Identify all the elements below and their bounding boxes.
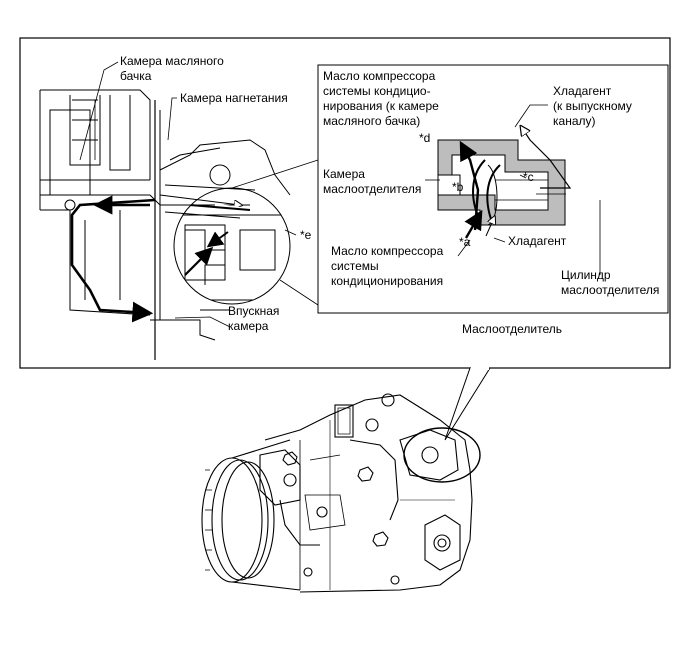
callout-pointer — [444, 367, 491, 441]
marker-c: *c — [523, 170, 534, 184]
oil-in-arrow — [464, 209, 483, 239]
label-separator-chamber: Камера маслоотделителя — [323, 167, 422, 196]
detail-frame — [19, 37, 671, 369]
refrigerant-in-arrow — [485, 218, 494, 237]
caption-oil-separator: Маслоотделитель — [462, 322, 562, 336]
label-refrigerant-out: Хладагент (к выпускному каналу) — [553, 84, 632, 128]
magnifier-circle-e — [173, 187, 291, 305]
connector-line-bottom — [279, 279, 319, 306]
label-oil-in: Масло компрессора системы кондиционирова… — [331, 244, 444, 288]
label-refrigerant-in: Хладагент — [508, 234, 567, 248]
marker-a: *a — [459, 235, 471, 249]
label-suction-chamber: Впускная камера — [228, 304, 280, 333]
marker-d: *d — [419, 131, 431, 145]
oil-return-arrow — [70, 198, 156, 323]
label-oil-to-tank: Масло компрессора системы кондицио- ниро… — [323, 69, 439, 128]
leader-lines-left — [79, 61, 297, 328]
label-oil-tank-chamber: Камера масляного бачка — [120, 54, 224, 83]
connector-line-top — [231, 159, 319, 189]
refrigerant-out-arrow — [522, 128, 572, 189]
compressor-illustration — [201, 393, 473, 593]
marker-e: *e — [300, 228, 312, 242]
marker-b: *b — [452, 180, 464, 194]
label-discharge-chamber: Камера нагнетания — [180, 91, 288, 105]
label-separator-cylinder: Цилиндр маслоотделителя — [561, 268, 660, 297]
leader-lines-right — [425, 104, 601, 275]
separator-location-ellipse — [403, 427, 481, 483]
